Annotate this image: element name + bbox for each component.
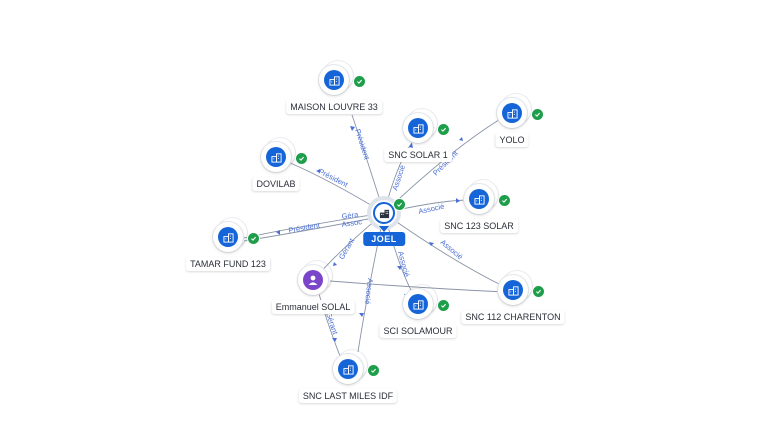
building-icon [270, 152, 282, 163]
verified-icon [437, 123, 450, 136]
building-icon [507, 285, 519, 296]
edge-label-tamar-gerant: Géra [341, 210, 360, 221]
verified-icon [247, 232, 260, 245]
verified-icon [531, 108, 544, 121]
node-label[interactable]: SNC SOLAR 1 [384, 148, 452, 162]
arrowheads [276, 126, 463, 342]
person-icon [308, 275, 318, 285]
arrow-tamar [276, 230, 280, 235]
edge-label-lastmiles: Associé [363, 278, 375, 305]
edge-label-maison: Président [353, 128, 372, 162]
edge-label-tamar: Président [288, 220, 322, 235]
verified-icon [367, 364, 380, 377]
verified-icon [353, 75, 366, 88]
center-node-disc[interactable] [367, 196, 401, 230]
building-icon [379, 209, 389, 218]
arrow-charenton [429, 242, 434, 246]
arrow-123solar [456, 198, 460, 203]
building-icon [342, 364, 354, 375]
verified-icon [532, 285, 545, 298]
building-icon [506, 108, 518, 119]
arrow-yolo [459, 137, 463, 141]
center-node-label[interactable]: JOEL [363, 232, 405, 246]
verified-icon [393, 198, 406, 211]
node-label[interactable]: TAMAR FUND 123 [186, 257, 270, 271]
node-label[interactable]: SCI SOLAMOUR [379, 324, 457, 338]
pin-pointer [379, 226, 389, 232]
building-icon [328, 75, 340, 86]
edge-label-sci: Associé [396, 250, 411, 278]
edge-label-em-last: Gérant [324, 311, 340, 336]
verified-icon [437, 299, 450, 312]
arrow-lastmiles [359, 313, 364, 317]
verified-icon [295, 152, 308, 165]
node-label[interactable]: YOLO [495, 133, 529, 147]
arrow-sci [397, 266, 402, 270]
verified-icon [498, 194, 511, 207]
building-icon [412, 299, 424, 310]
node-label[interactable]: SNC 123 SOLAR [440, 219, 518, 233]
node-label[interactable]: Emmanuel SOLAL [271, 300, 355, 314]
building-icon [473, 194, 485, 205]
edge-label-solar1: Associé [390, 164, 407, 192]
node-label[interactable]: DOVILAB [252, 177, 300, 191]
node-label[interactable]: SNC 112 CHARENTON [461, 310, 565, 324]
building-icon [412, 123, 424, 134]
edge-label-tamar-associe: Assoc [341, 217, 363, 229]
edge-label-123solar: Associé [418, 202, 446, 216]
node-label[interactable]: SNC LAST MILES IDF [298, 389, 398, 403]
node-label[interactable]: MAISON LOUVRE 33 [286, 100, 382, 114]
arrow-emmanuel [333, 262, 337, 266]
arrow-em-last [332, 338, 337, 342]
arrow-dovilab [316, 169, 320, 173]
building-icon [222, 232, 234, 243]
arrow-maison [350, 126, 355, 131]
arrow-solar1 [409, 143, 413, 148]
